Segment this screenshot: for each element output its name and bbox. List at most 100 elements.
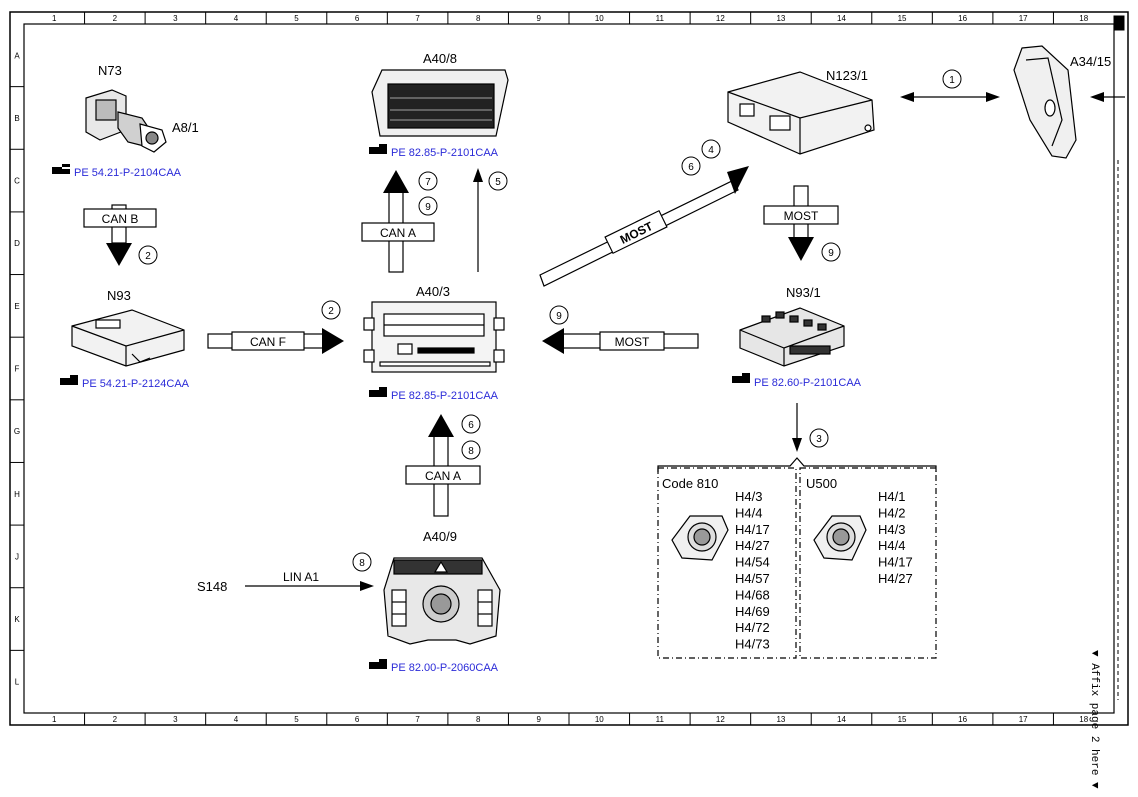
svg-text:CAN A: CAN A: [425, 469, 461, 483]
svg-text:3: 3: [816, 434, 822, 445]
svg-text:PE 82.60-P-2101CAA: PE 82.60-P-2101CAA: [754, 377, 862, 389]
display-unit-illustration: [371, 69, 509, 137]
grid-column-label: 4: [234, 14, 239, 23]
grid-column-label: 5: [294, 14, 299, 23]
speaker-item: H4/3: [878, 522, 905, 537]
grid-column-label: 14: [837, 14, 846, 23]
grid-row-label: J: [15, 552, 19, 561]
svg-text:PE 54.21-P-2104CAA: PE 54.21-P-2104CAA: [74, 167, 182, 179]
component-label-a40-8: A40/8: [423, 51, 457, 66]
pointing-hand-icon: [60, 375, 78, 385]
marker-circle: 3: [809, 428, 829, 448]
grid-column-label: 18: [1079, 715, 1088, 724]
speaker-item: H4/4: [735, 505, 762, 520]
svg-text:CAN B: CAN B: [102, 212, 139, 226]
grid-column-label: 4: [234, 715, 239, 724]
grid-column-label: 10: [595, 14, 604, 23]
speaker-icon: [671, 515, 729, 561]
marker-circle: 9: [549, 305, 569, 325]
grid-column-label: 14: [837, 715, 846, 724]
svg-text:CAN F: CAN F: [250, 335, 286, 349]
speaker-item: H4/3: [735, 489, 762, 504]
pointing-hand-icon: [369, 659, 387, 669]
grid-row-label: F: [15, 365, 20, 374]
component-label-a34-15: A34/15: [1070, 54, 1111, 69]
marker-circle: 2: [321, 300, 341, 320]
speaker-group-u500: [799, 467, 937, 659]
bus-arrow-most-down: MOST: [763, 185, 839, 261]
bus-arrow-can-b: CAN B: [83, 204, 157, 266]
svg-text:MOST: MOST: [784, 209, 819, 223]
grid-column-label: 13: [776, 715, 785, 724]
speaker-item: H4/2: [878, 505, 905, 520]
grid-row-label: H: [14, 490, 20, 499]
speaker-item: H4/27: [735, 538, 770, 553]
component-label-s148: S148: [197, 579, 227, 594]
svg-text:CAN A: CAN A: [380, 226, 416, 240]
page-tab-marker: [1113, 15, 1125, 700]
bus-arrow-lin-a1: LIN A1: [245, 570, 374, 591]
svg-text:PE 82.85-P-2101CAA: PE 82.85-P-2101CAA: [391, 390, 499, 402]
svg-text:2: 2: [328, 306, 334, 317]
pointing-hand-icon: [52, 164, 70, 174]
marker-circle: 6: [681, 156, 701, 176]
bus-arrow-most-left: MOST: [542, 328, 699, 354]
component-label-a8-1: A8/1: [172, 120, 199, 135]
svg-text:8: 8: [468, 446, 474, 457]
svg-text:PE 82.00-P-2060CAA: PE 82.00-P-2060CAA: [391, 662, 499, 674]
incoming-arrow: [1090, 92, 1125, 102]
grid-row-label: K: [14, 615, 20, 624]
grid-column-label: 18: [1079, 14, 1088, 23]
marker-circle: 6: [461, 414, 481, 434]
grid-column-label: 16: [958, 14, 967, 23]
grid-column-label: 11: [656, 14, 665, 23]
svg-text:PE 54.21-P-2124CAA: PE 54.21-P-2124CAA: [82, 378, 190, 390]
grid-column-label: 2: [113, 715, 118, 724]
speaker-list-code810: H4/3H4/4H4/17H4/27H4/54H4/57H4/68H4/69H4…: [735, 489, 770, 652]
pointing-hand-icon: [732, 373, 750, 383]
grid-column-label: 9: [536, 715, 541, 724]
speaker-item: H4/54: [735, 555, 770, 570]
speaker-item: H4/73: [735, 637, 770, 652]
grid-row-label: E: [14, 302, 19, 311]
reference-a40-3: PE 82.85-P-2101CAA: [369, 387, 499, 402]
svg-text:5: 5: [495, 177, 501, 188]
affix-page-note: ▼ Affix page 2 here ▼: [1088, 650, 1100, 789]
speaker-item: H4/72: [735, 620, 770, 635]
pointing-hand-icon: [369, 387, 387, 397]
component-label-n93: N93: [107, 288, 131, 303]
phone-cradle-illustration: [1013, 45, 1077, 159]
component-label-n123-1: N123/1: [826, 68, 868, 83]
svg-text:6: 6: [468, 420, 474, 431]
speaker-item: H4/4: [878, 538, 905, 553]
head-unit-illustration: [363, 301, 505, 373]
grid-column-label: 1: [52, 715, 57, 724]
component-label-a40-9: A40/9: [423, 529, 457, 544]
grid-row-label: B: [14, 114, 19, 123]
svg-text:PE 82.85-P-2101CAA: PE 82.85-P-2101CAA: [391, 147, 499, 159]
reference-a40-9: PE 82.00-P-2060CAA: [369, 659, 499, 674]
svg-text:MOST: MOST: [615, 335, 650, 349]
reference-n73: PE 54.21-P-2104CAA: [52, 164, 182, 179]
group-title-code810: Code 810: [662, 476, 718, 491]
grid-column-label: 17: [1019, 14, 1028, 23]
amplifier-illustration: [739, 307, 845, 367]
speaker-bracket: [657, 457, 937, 472]
speaker-item: H4/17: [735, 522, 770, 537]
speaker-group-code810: [657, 467, 797, 659]
bus-arrow-can-f: CAN F: [207, 328, 344, 354]
double-arrow-1: [900, 92, 1000, 102]
speaker-item: H4/57: [735, 571, 770, 586]
grid-column-label: 3: [173, 14, 178, 23]
grid-column-label: 6: [355, 715, 360, 724]
grid-column-label: 9: [536, 14, 541, 23]
grid-column-label: 15: [898, 14, 907, 23]
signal-arrow-5: [473, 168, 483, 272]
grid-column-label: 8: [476, 715, 481, 724]
speaker-item: H4/68: [735, 587, 770, 602]
component-label-n73: N73: [98, 63, 122, 78]
grid-row-label: A: [14, 51, 20, 60]
svg-text:4: 4: [708, 145, 714, 156]
